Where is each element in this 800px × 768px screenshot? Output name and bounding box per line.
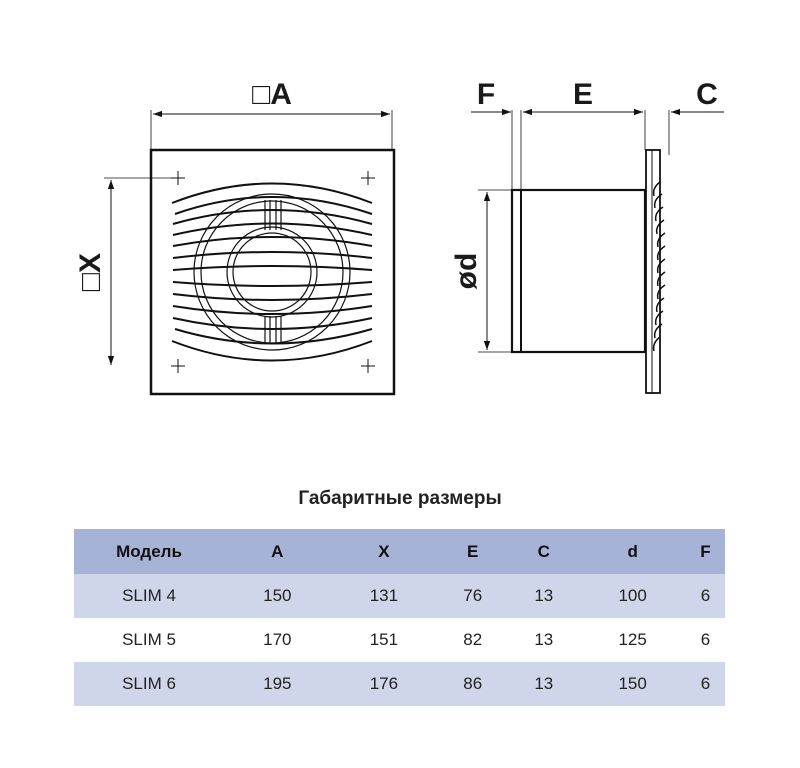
col-header-c: C xyxy=(508,529,580,574)
cell-e: 76 xyxy=(437,574,509,618)
duct-body xyxy=(510,188,647,354)
front-panel-outline xyxy=(149,148,396,396)
cell-c: 13 xyxy=(508,618,580,662)
cell-c: 13 xyxy=(508,574,580,618)
cell-a: 150 xyxy=(224,574,331,618)
cell-f: 6 xyxy=(685,662,725,706)
dimension-d-label: ød xyxy=(450,253,483,290)
cell-d: 100 xyxy=(579,574,686,618)
cell-x: 151 xyxy=(330,618,438,662)
dimension-x-label: □X xyxy=(74,253,107,291)
side-view xyxy=(471,108,724,394)
mounting-hole-marks xyxy=(171,171,375,373)
side-louvers xyxy=(652,181,666,352)
table-row: SLIM 6 195 176 86 13 150 6 xyxy=(74,662,725,706)
cell-a: 195 xyxy=(224,662,331,706)
col-header-e: E xyxy=(437,529,509,574)
front-view xyxy=(104,110,396,396)
cell-model: SLIM 4 xyxy=(74,574,224,618)
col-header-f: F xyxy=(685,529,725,574)
cell-x: 176 xyxy=(330,662,438,706)
col-header-a: A xyxy=(224,529,331,574)
cell-c: 13 xyxy=(508,662,580,706)
dimensions-table: Модель A X E C d F SLIM 4 150 131 76 13 … xyxy=(74,529,725,706)
cell-f: 6 xyxy=(685,574,725,618)
struts xyxy=(264,200,282,344)
cell-model: SLIM 6 xyxy=(74,662,224,706)
dimension-f-label: F xyxy=(477,78,495,111)
cell-model: SLIM 5 xyxy=(74,618,224,662)
dimension-c-label: C xyxy=(696,78,718,111)
col-header-model: Модель xyxy=(74,529,224,574)
dimension-e-label: E xyxy=(573,78,593,111)
cell-e: 82 xyxy=(437,618,509,662)
cell-f: 6 xyxy=(685,618,725,662)
table-title: Габаритные размеры xyxy=(298,488,502,509)
col-header-d: d xyxy=(579,529,686,574)
panel-side xyxy=(645,149,661,394)
cell-d: 125 xyxy=(579,618,686,662)
dimension-a-label: □A xyxy=(252,78,292,111)
cell-e: 86 xyxy=(437,662,509,706)
technical-drawing: □A □X xyxy=(74,78,724,396)
cell-a: 170 xyxy=(224,618,331,662)
table-header-row: Модель A X E C d F xyxy=(74,529,725,574)
table-row: SLIM 4 150 131 76 13 100 6 xyxy=(74,574,725,618)
cell-d: 150 xyxy=(579,662,686,706)
grille-louvers xyxy=(171,182,373,362)
cell-x: 131 xyxy=(330,574,438,618)
table-row: SLIM 5 170 151 82 13 125 6 xyxy=(74,618,725,662)
col-header-x: X xyxy=(330,529,438,574)
